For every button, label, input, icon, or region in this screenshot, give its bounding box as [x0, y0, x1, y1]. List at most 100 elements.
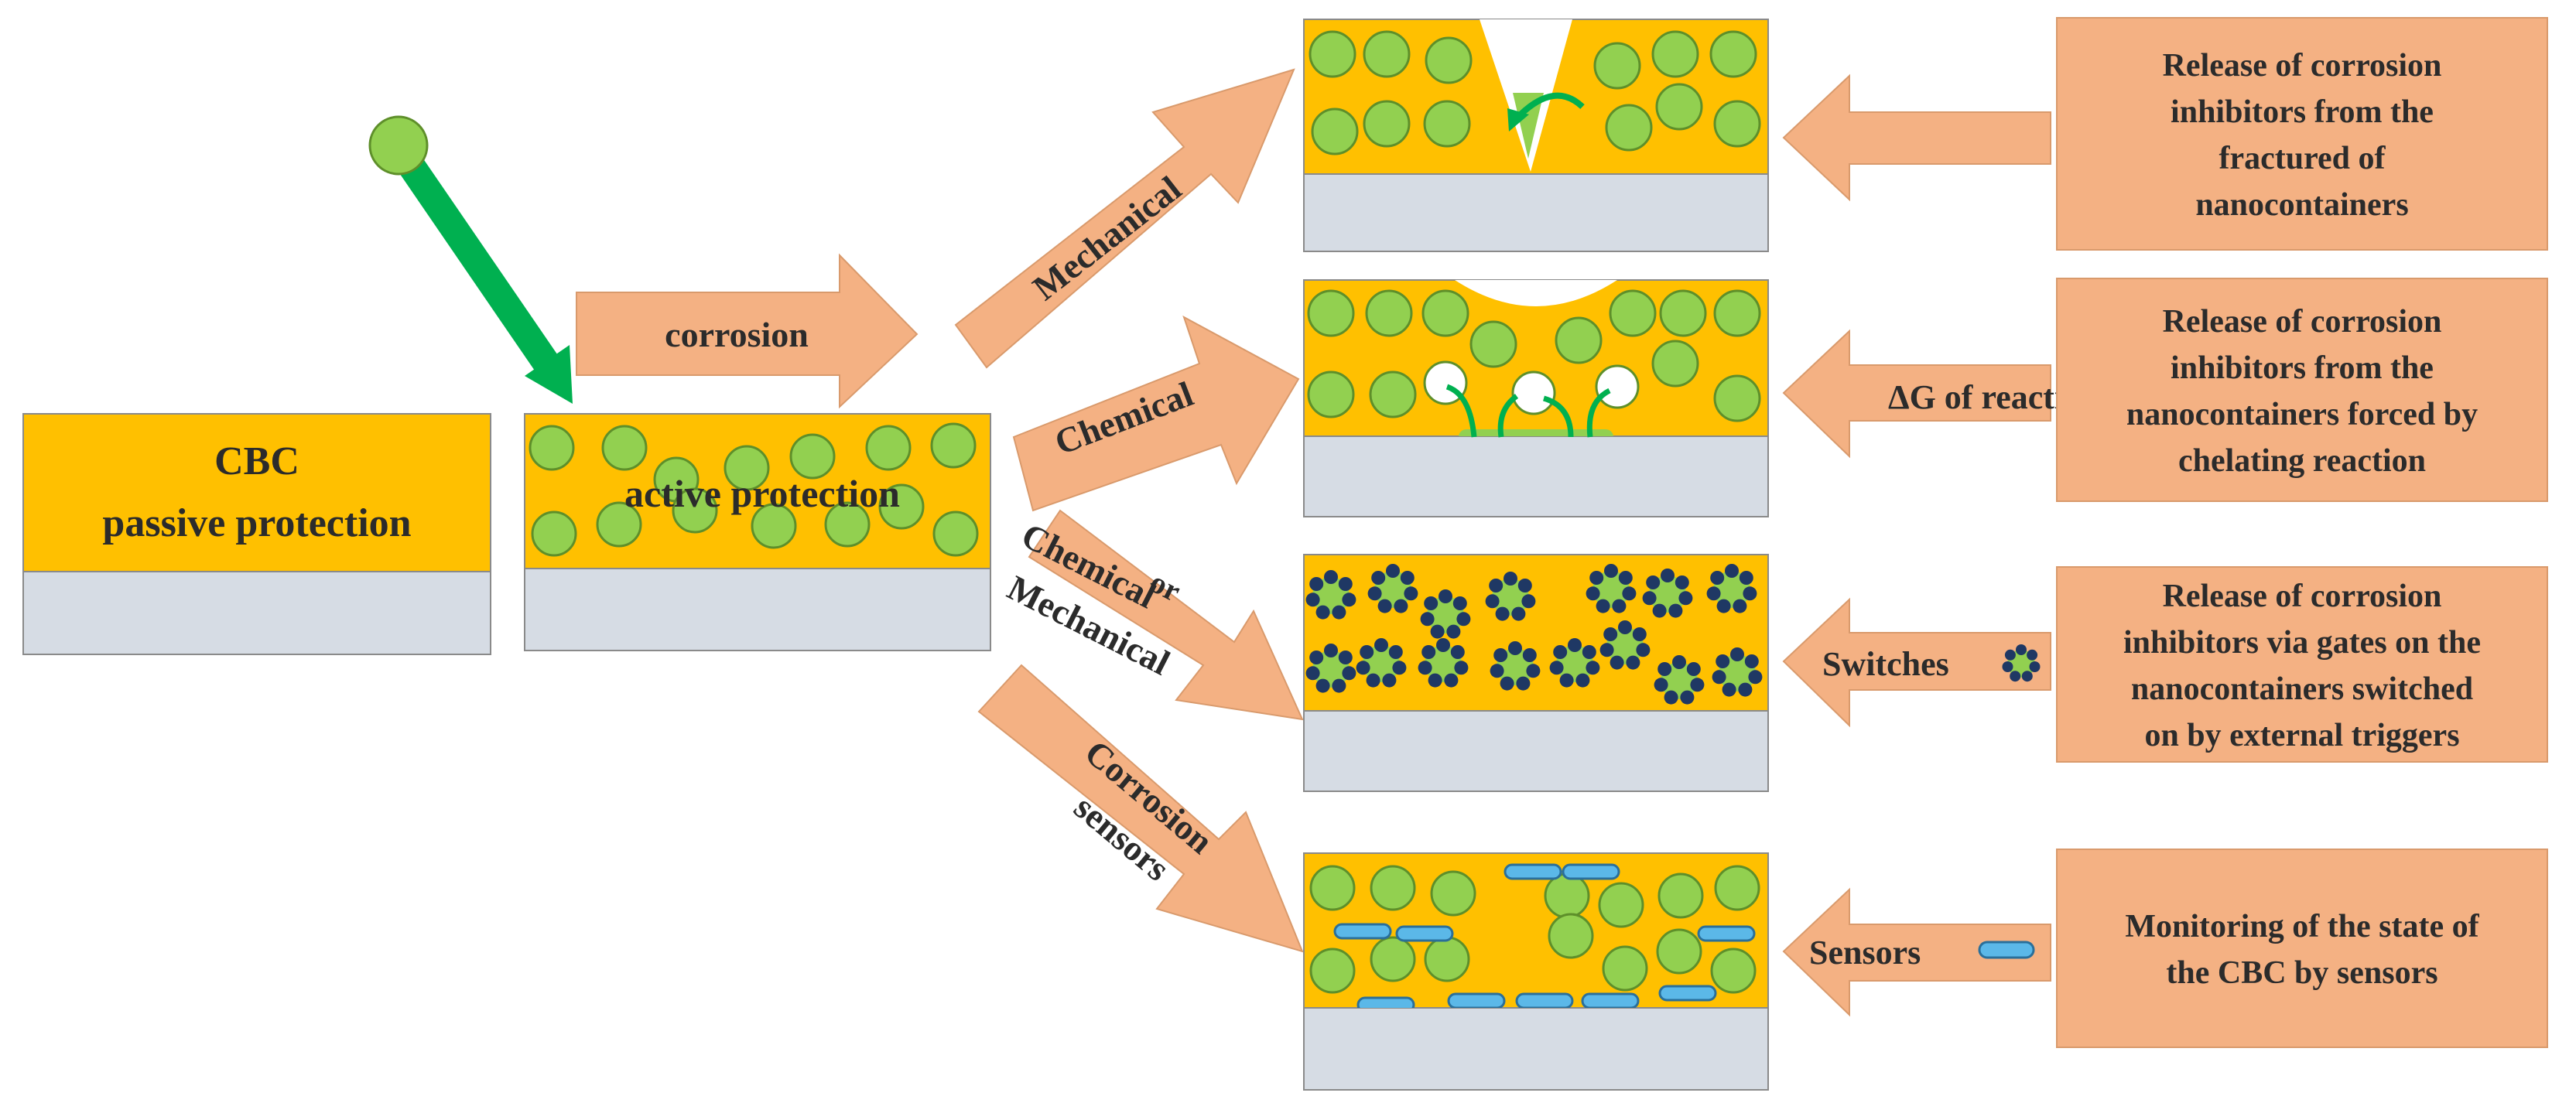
gated-nanocontainer: [1356, 638, 1407, 688]
passive-coating: CBC passive protection: [22, 413, 491, 655]
description-line: Release of corrosion: [2163, 579, 2442, 614]
nanocontainer: [1430, 870, 1476, 917]
feedback-arrow-3: [1782, 597, 2051, 728]
description-line: inhibitors from the: [2171, 350, 2434, 386]
nanocontainer: [789, 433, 836, 480]
switch-cluster-icon: [2002, 644, 2041, 682]
nanocontainer: [672, 487, 718, 534]
description-line: on by external triggers: [2144, 718, 2459, 753]
chelate-layer-shape: [1459, 429, 1613, 436]
nanocontainer: [601, 425, 648, 471]
nanocontainer: [1370, 936, 1416, 982]
gated-nanocontainer: [1367, 564, 1418, 613]
description-text-4: Monitoring of the state of the CBC by sen…: [2125, 909, 2479, 991]
description-line: chelating reaction: [2178, 443, 2426, 479]
mechanical-arrow: Mechanical: [954, 68, 1295, 369]
nanocontainer: [724, 445, 770, 491]
passive-subtitle: passive protection: [102, 501, 411, 545]
nanocontainer: [1307, 289, 1355, 337]
description-line: nanocontainers forced by: [2126, 397, 2478, 432]
switch-cluster-icon: [2002, 644, 2041, 682]
gated-nanocontainer: [1706, 564, 1757, 613]
corrosion-arrow: corrosion: [576, 253, 919, 409]
nanocontainer: [1469, 320, 1517, 368]
gated-nanocontainer: [1549, 638, 1600, 688]
description-line: Monitoring of the state of: [2125, 909, 2479, 944]
sensor-rod: [1395, 925, 1454, 942]
sensor-rod: [1697, 925, 1756, 942]
description-line: the CBC by sensors: [2166, 955, 2437, 991]
description-line: nanocontainers: [2195, 187, 2408, 223]
open-containers: [1423, 360, 1640, 438]
description-line: nanocontainers switched: [2131, 671, 2473, 707]
gated-nanocontainer: [1599, 620, 1651, 670]
nanocontainer: [1544, 872, 1590, 919]
panel-switches: [1303, 554, 1769, 792]
nanocontainer: [1656, 928, 1702, 975]
nanocontainer: [1423, 100, 1471, 148]
sensor-rod: [1356, 996, 1415, 1008]
nanocontainer: [932, 511, 979, 557]
sensor-rod: [1447, 992, 1506, 1008]
corrosion-label: corrosion: [665, 315, 809, 354]
description-box-4: [2056, 849, 2548, 1048]
description-line: fractured of: [2219, 141, 2386, 176]
nanocontainer: [1713, 289, 1761, 337]
gated-nanocontainer: [1642, 569, 1693, 618]
nanocontainer: [529, 425, 575, 471]
nanocontainer: [1370, 865, 1416, 911]
nanocontainer: [824, 501, 871, 548]
nanocontainer: [1548, 913, 1594, 959]
nanocontainer: [1309, 865, 1356, 911]
feedback-arrows: ΔG of reaction Switches Sensors: [1782, 73, 2100, 1017]
nanocontainer: [1602, 945, 1648, 992]
inhibitor-container-icon: [368, 115, 429, 176]
gated-nanocontainer: [1420, 589, 1471, 639]
nanocontainer: [1713, 100, 1761, 148]
feedback-arrow-4: [1782, 887, 2051, 1017]
nanocontainer: [1713, 374, 1761, 422]
gated-nanocontainer: [1712, 647, 1763, 697]
green-inhibitor-arrow: [368, 115, 573, 404]
description-text-1: Release of corrosion inhibitors from the f…: [2163, 48, 2442, 223]
gated-nanocontainer: [1418, 638, 1469, 688]
nanocontainer: [1311, 108, 1359, 155]
panel4-nanocontainers: [1309, 865, 1760, 994]
nanocontainer: [1655, 83, 1703, 131]
panel2-nanocontainers: [1307, 289, 1761, 422]
active-coating: active protection: [524, 413, 991, 651]
sensor-rod: [1562, 863, 1620, 880]
nanocontainer: [1593, 42, 1641, 90]
nanocontainer: [1421, 289, 1469, 337]
panel1-nanocontainers: [1309, 30, 1761, 155]
sensor-rod: [1504, 863, 1562, 880]
nanocontainer: [1424, 936, 1470, 982]
nanocontainer: [1309, 30, 1356, 78]
mechanical-label: Mechanical: [1025, 169, 1189, 308]
nanocontainer: [1369, 371, 1417, 418]
description-box-3: [2056, 566, 2548, 763]
description-line: inhibitors from the: [2171, 94, 2434, 130]
nanocontainer: [596, 501, 642, 548]
nanocontainer: [1307, 371, 1355, 418]
nanocontainer: [930, 422, 977, 469]
gated-nanocontainer: [1654, 655, 1705, 705]
nanocontainer: [1609, 289, 1657, 337]
sensor-rod: [1515, 992, 1574, 1008]
description-line: Release of corrosion: [2163, 48, 2442, 84]
gated-nanocontainer: [1305, 570, 1356, 620]
panel-mechanical: [1303, 19, 1769, 252]
nanocontainer: [878, 483, 925, 530]
nanocontainer: [865, 425, 912, 471]
nanocontainer: [1659, 289, 1707, 337]
release-arrowhead-shape: [1507, 108, 1529, 131]
feedback-arrow-1: [1782, 73, 2051, 202]
description-boxes: Release of corrosion inhibitors from the f…: [2056, 17, 2548, 1048]
nanocontainer: [1657, 872, 1704, 919]
active-label: active protection: [624, 472, 900, 515]
nanocontainer: [1555, 316, 1603, 364]
nanocontainer: [1651, 340, 1699, 388]
